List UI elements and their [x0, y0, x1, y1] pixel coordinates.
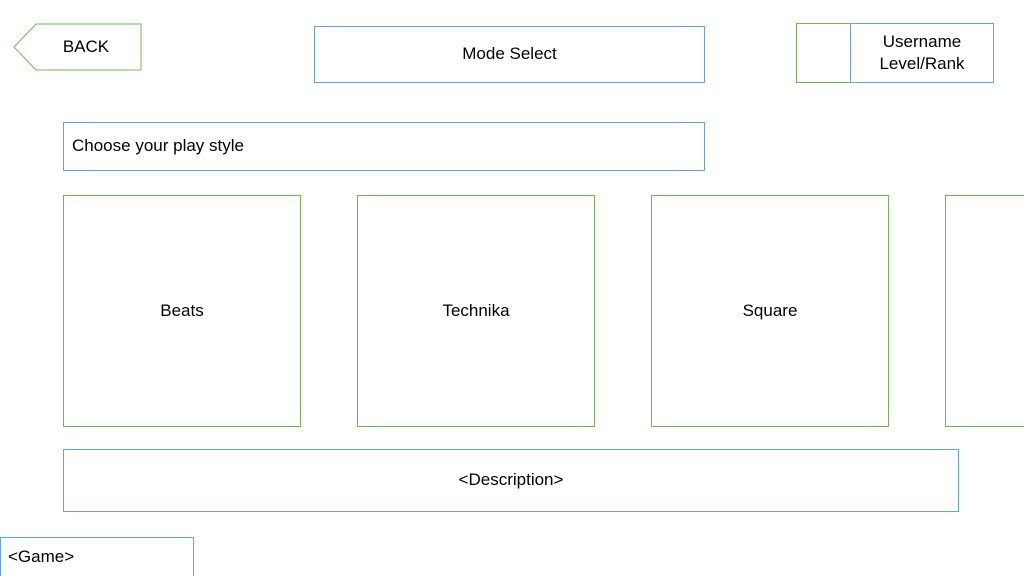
mode-card-technika[interactable]: Technika: [357, 195, 595, 427]
mode-description: <Description>: [63, 449, 959, 512]
page-title-text: Mode Select: [462, 44, 557, 64]
mode-card-label: Square: [742, 300, 798, 320]
back-button-label: BACK: [62, 37, 110, 56]
avatar[interactable]: [796, 23, 851, 83]
mode-card-square[interactable]: Square: [651, 195, 889, 427]
play-style-prompt: Choose your play style: [63, 122, 705, 171]
game-label-text: <Game>: [8, 546, 75, 566]
level-rank-label: Level/Rank: [879, 54, 965, 73]
page-title: Mode Select: [314, 26, 705, 83]
play-style-prompt-text: Choose your play style: [72, 136, 244, 156]
mode-card-label: Technika: [442, 300, 510, 320]
back-button[interactable]: BACK: [13, 23, 142, 71]
game-label-box: <Game>: [0, 537, 194, 576]
mode-card-beats[interactable]: Beats: [63, 195, 301, 427]
mode-card-partial[interactable]: [945, 195, 1024, 427]
back-arrow-icon: [13, 23, 142, 71]
mode-description-text: <Description>: [458, 470, 564, 490]
username-label: Username: [882, 31, 962, 51]
mode-card-label: Beats: [160, 300, 204, 320]
user-info-panel[interactable]: Username Level/Rank: [850, 23, 994, 83]
